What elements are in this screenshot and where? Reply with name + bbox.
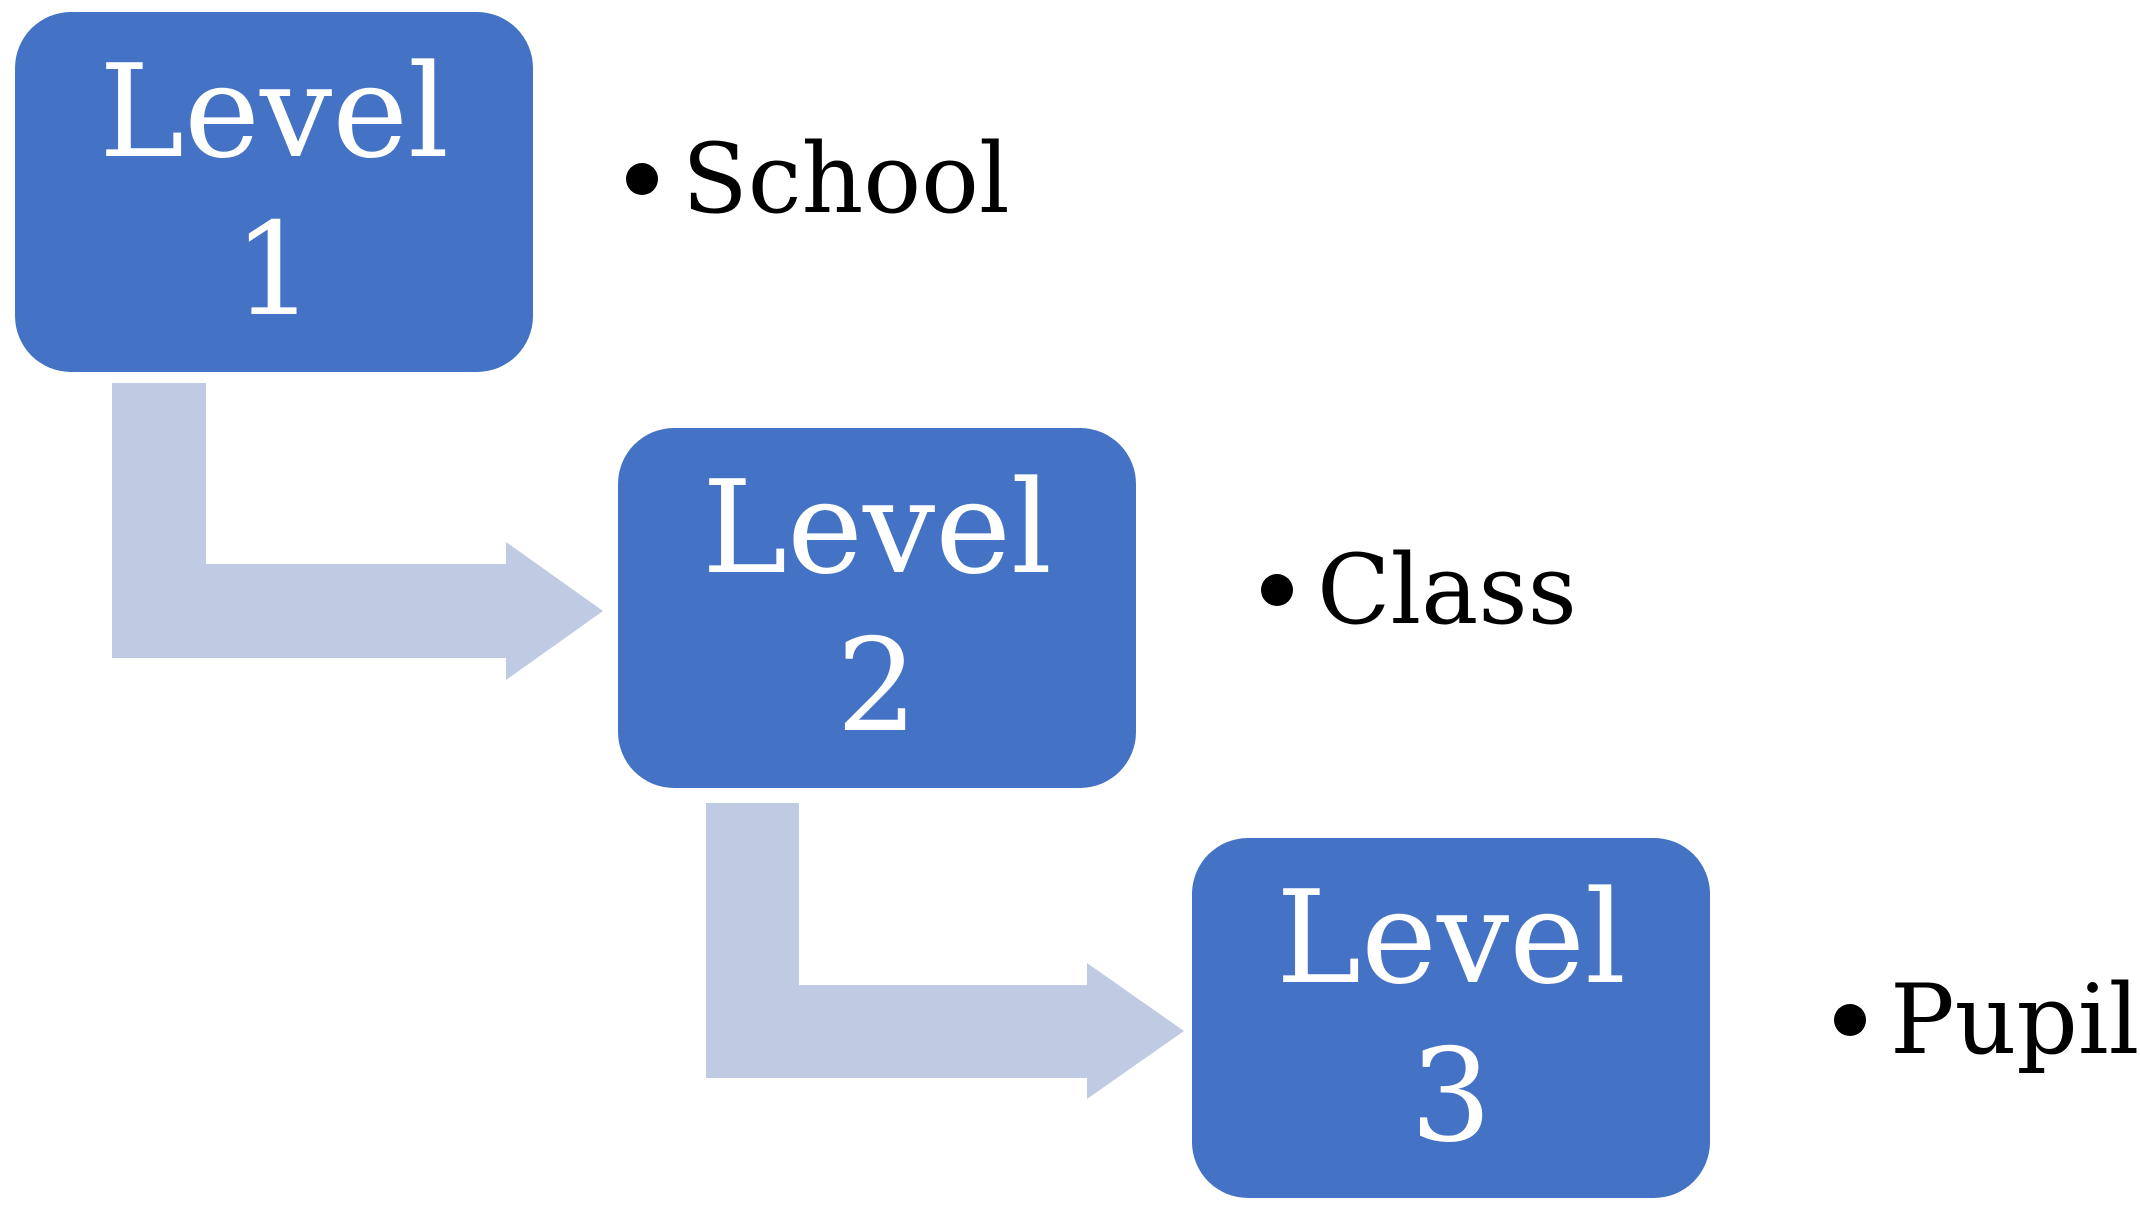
level-3-box: Level 3 <box>1192 838 1710 1198</box>
bullet-icon <box>1261 574 1293 606</box>
level-1-number: 1 <box>233 196 315 345</box>
bullet-item-class: Class <box>1261 535 1577 645</box>
level-2-label: Level <box>702 454 1052 603</box>
bullet-item-school-text: School <box>682 123 1010 235</box>
arrow-level2-to-level3 <box>706 803 1184 1099</box>
level-1-label: Level <box>99 38 449 187</box>
bullet-icon <box>626 163 658 195</box>
bullet-item-school: School <box>626 124 1010 234</box>
bullet-item-class-text: Class <box>1317 534 1577 646</box>
arrow-level1-to-level2 <box>112 383 603 680</box>
level-2-box: Level 2 <box>618 428 1136 788</box>
bullet-item-pupil: Pupil <box>1834 965 2139 1075</box>
bullet-icon <box>1834 1004 1866 1036</box>
level-2-number: 2 <box>836 612 918 761</box>
level-1-box: Level 1 <box>15 12 533 372</box>
level-3-label: Level <box>1276 864 1626 1013</box>
level-3-number: 3 <box>1410 1022 1492 1171</box>
bullet-item-pupil-text: Pupil <box>1890 964 2140 1076</box>
